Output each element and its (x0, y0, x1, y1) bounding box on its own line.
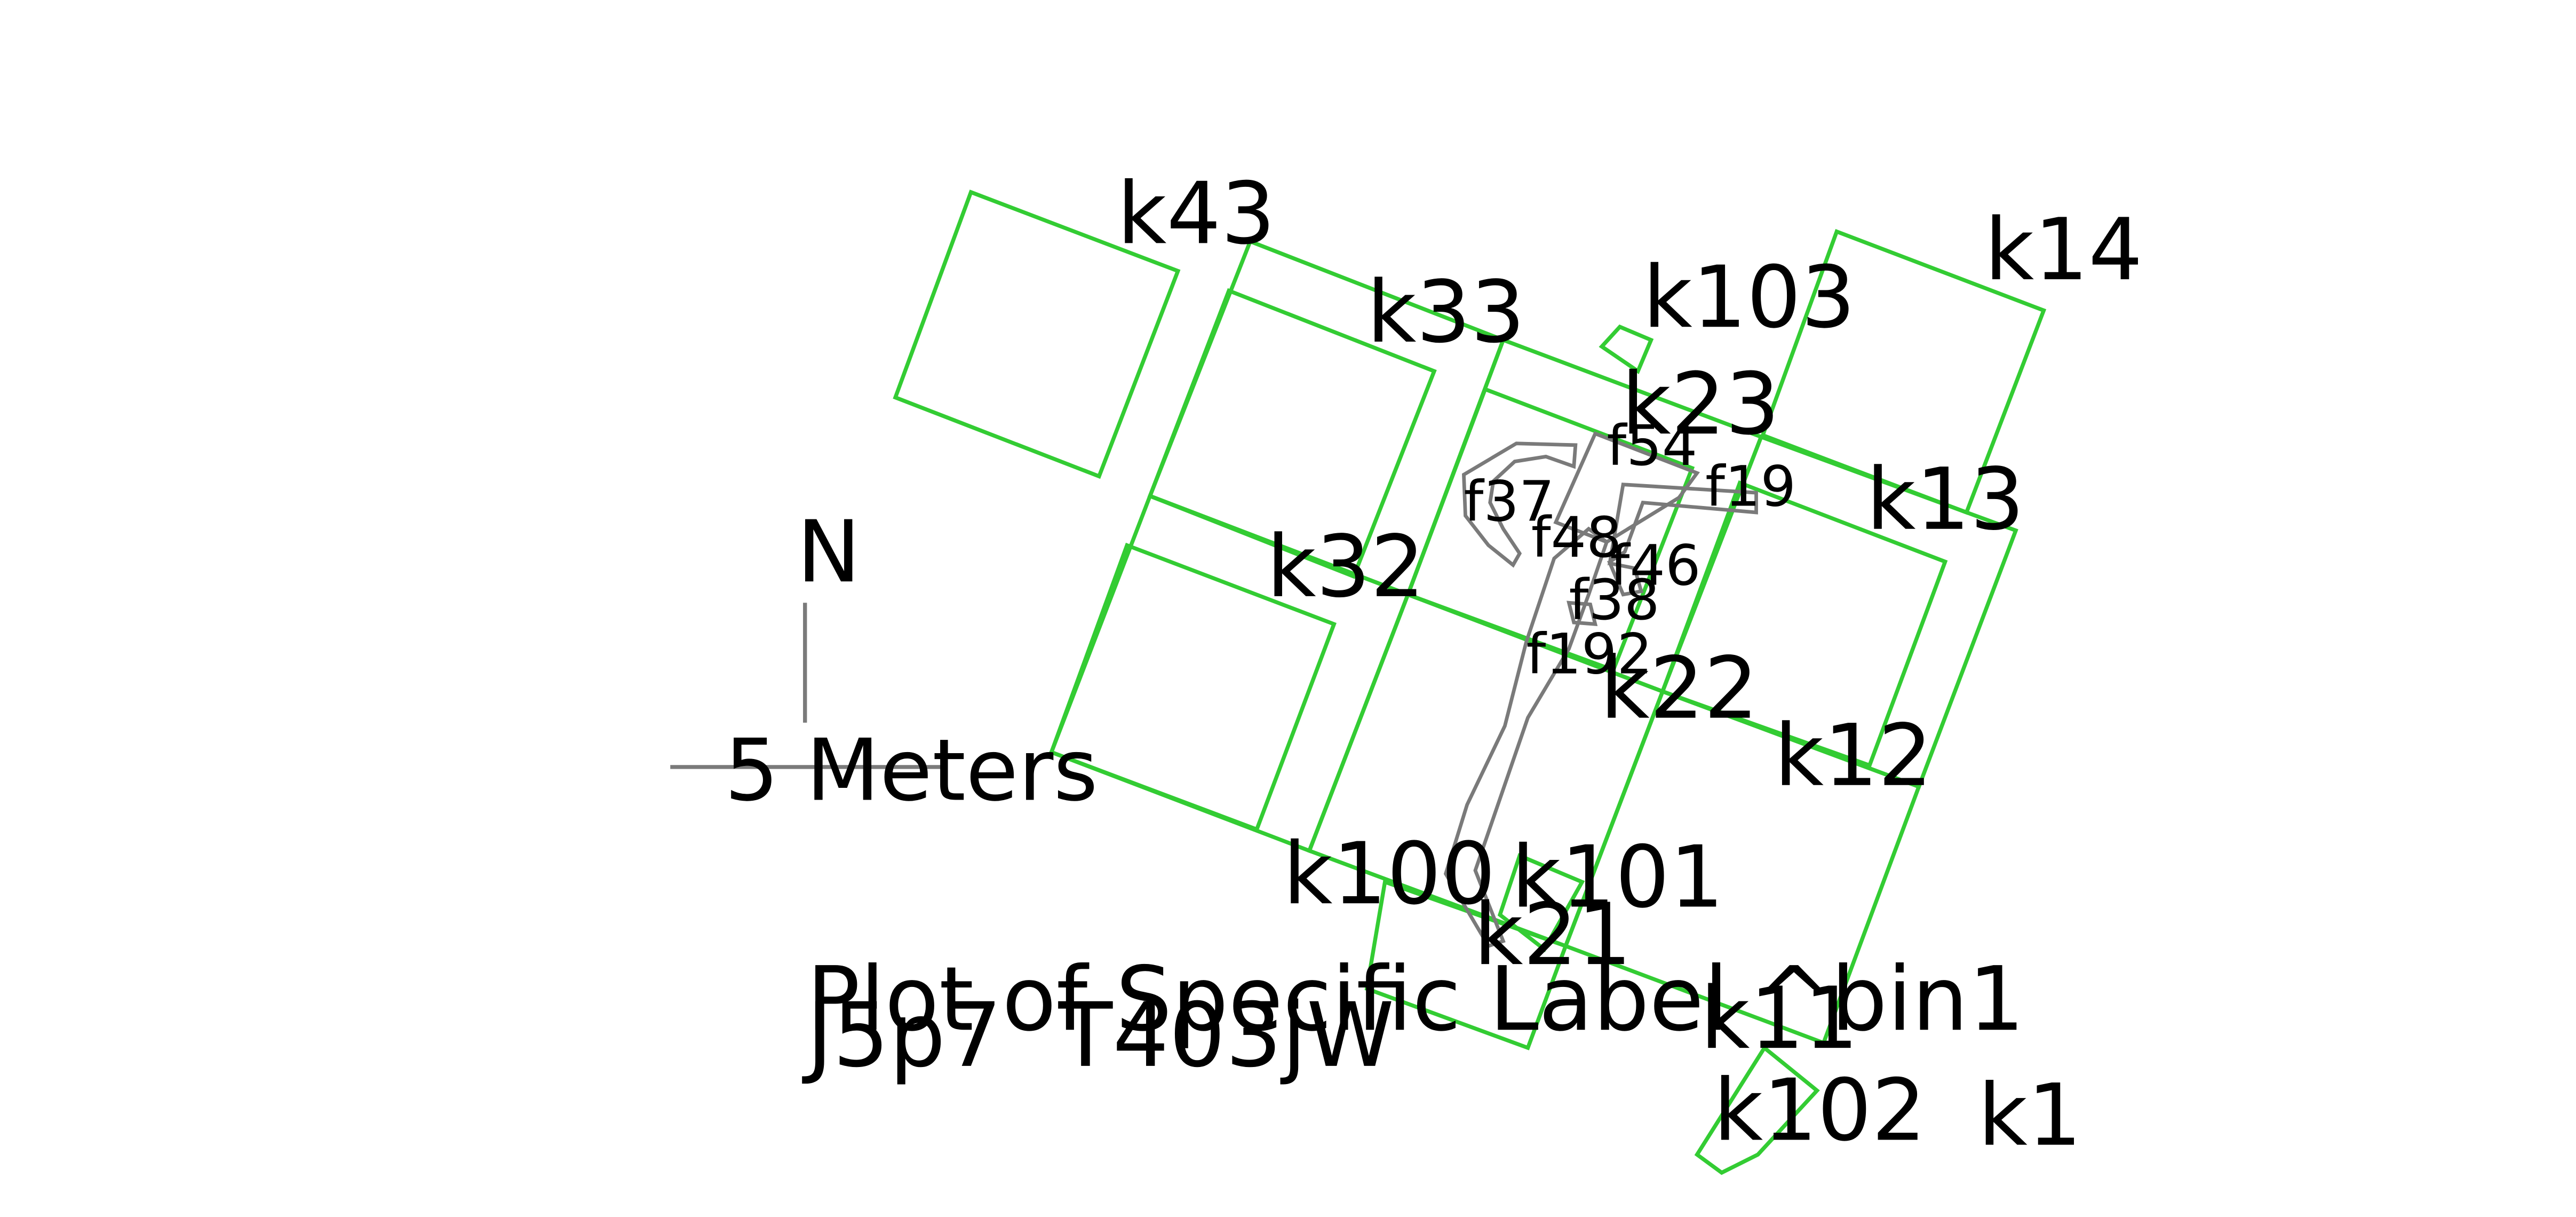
feature-outlines (1443, 431, 1758, 949)
scale-bar-label: 5 Meters (725, 721, 1098, 820)
feature-label-f46: f46 (1610, 533, 1701, 598)
feature-label-f192: f192 (1526, 622, 1652, 687)
feature-labels: f54 f19 f37 f48 f46 f38 f192 (1464, 413, 1796, 687)
north-label: N (797, 502, 861, 602)
unit-k12-outline (1563, 689, 1922, 1046)
unit-label-k22: k22 (1600, 638, 1758, 738)
unit-label-k11: k11 (1700, 968, 1858, 1068)
unit-label-k100: k100 (1283, 824, 1496, 923)
feature-f54-outline (1553, 431, 1700, 544)
unit-k23-outline (1405, 386, 1695, 673)
unit-k101-outline (1497, 853, 1585, 953)
unit-labels: k43 k33 k103 k14 k23 k13 k32 k22 k12 k10… (1117, 163, 2143, 1165)
feature-f38-outline (1567, 600, 1598, 626)
unit-label-k43: k43 (1117, 163, 1275, 263)
plot-info-line-1: Plot of Specific Label ^bin1 (807, 948, 2025, 1051)
feature-label-f54: f54 (1607, 413, 1697, 478)
unit-label-k102: k102 (1713, 1060, 1926, 1160)
unit-outlines (893, 189, 2047, 1175)
feature-f46-outline (1607, 560, 1644, 597)
unit-label-k14: k14 (1985, 200, 2143, 299)
plot-info-line-2: J5p7 T403jW (802, 984, 1394, 1087)
unit-label-k13: k13 (1866, 449, 2024, 549)
unit-k43-outline (893, 189, 1181, 479)
plot-info: Plot of Specific Label ^bin1 J5p7 T403jW (802, 948, 2025, 1087)
unit-k103-outline (1599, 324, 1654, 374)
unit-label-k33: k33 (1367, 262, 1525, 362)
unit-label-k101: k101 (1512, 827, 1724, 927)
unit-k32-outline (1048, 542, 1337, 832)
unit-k13-outline (1660, 480, 1948, 768)
feature-label-f48: f48 (1531, 505, 1622, 570)
unit-label-k21: k21 (1474, 884, 1632, 984)
feature-label-f37: f37 (1464, 469, 1554, 534)
unit-label-k1: k1 (1978, 1065, 2082, 1165)
unit-label-k12: k12 (1774, 706, 1932, 805)
feature-label-f38: f38 (1569, 567, 1660, 633)
unit-k21-outline (1364, 879, 1569, 1050)
feature-label-f19: f19 (1705, 454, 1796, 519)
unit-label-k103: k103 (1643, 247, 1855, 347)
map-legend: N 5 Meters (670, 502, 1098, 820)
unit-k102-outline (1694, 1045, 1820, 1175)
feature-f37-outline (1461, 441, 1578, 568)
unit-label-k32: k32 (1267, 517, 1425, 617)
unit-label-k23: k23 (1621, 354, 1779, 454)
unit-k33-outline (1147, 288, 1437, 579)
